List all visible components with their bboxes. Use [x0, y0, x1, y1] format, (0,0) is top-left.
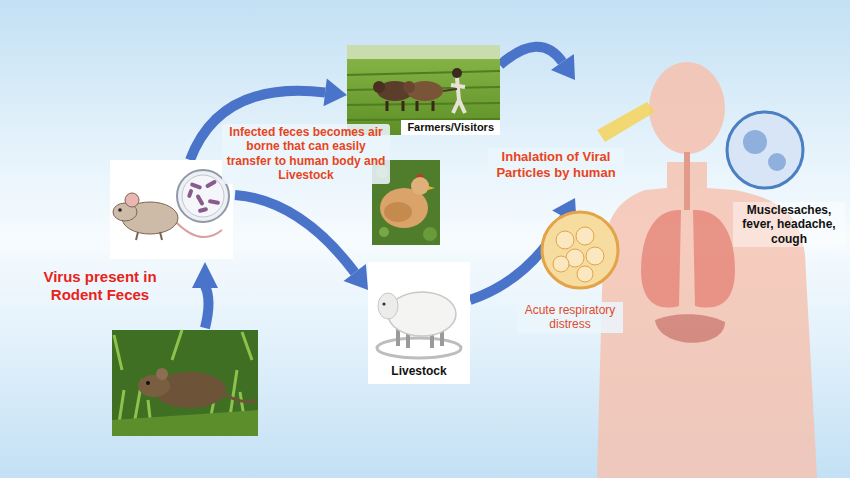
node-text: Virus present in Rodent Feces	[20, 268, 180, 304]
rat-photo	[112, 330, 258, 436]
rat-arrow	[192, 262, 218, 328]
rodent-node: Virus present in Rodent Feces	[20, 160, 235, 308]
farmers-photo-node: Farmers/Visitors	[347, 45, 500, 135]
node-text: Acute respiratory distress	[517, 302, 623, 333]
inhalation-note: Inhalation of Viral Particles by human	[488, 148, 624, 181]
curved-arrow	[500, 47, 575, 80]
node-text: Livestock	[368, 364, 470, 378]
transmission-note: Infected feces becomes air borne that ca…	[222, 124, 390, 184]
node-text: Musclesaches, fever, headache, cough	[733, 202, 845, 247]
node-illustration	[110, 160, 233, 259]
human-body-node: Musclesaches, fever, headache, coughAcut…	[575, 50, 848, 478]
livestock-node: Livestock	[368, 262, 470, 384]
node-text: Farmers/Visitors	[401, 120, 500, 135]
node-illustration	[575, 50, 848, 478]
curved-arrow	[235, 195, 368, 290]
